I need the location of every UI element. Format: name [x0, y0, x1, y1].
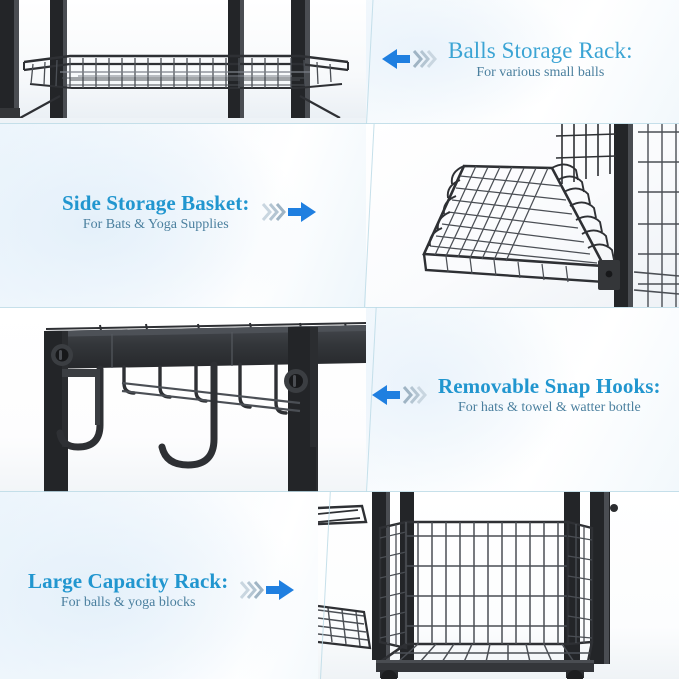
caption-balls-storage-rack: Balls Storage Rack: For various small ba…: [380, 38, 633, 80]
photo-removable-snap-hooks: [0, 307, 366, 492]
caption-subtitle: For balls & yoga blocks: [60, 594, 196, 610]
caption-title: Large Capacity Rack:: [28, 569, 229, 593]
arrow-right-icon: [256, 200, 318, 224]
caption-panel-removable-snap-hooks: Removable Snap Hooks: For hats & towel &…: [366, 307, 679, 492]
caption-subtitle: For various small balls: [476, 64, 605, 80]
photo-side-storage-basket: [366, 124, 679, 307]
arrow-left-icon: [380, 47, 442, 71]
arrow-left-icon: [370, 383, 432, 407]
caption-title: Side Storage Basket:: [62, 191, 250, 215]
caption-subtitle: For Bats & Yoga Supplies: [82, 216, 229, 232]
caption-panel-large-capacity-rack: Large Capacity Rack: For balls & yoga bl…: [0, 492, 366, 679]
caption-large-capacity-rack: Large Capacity Rack: For balls & yoga bl…: [28, 569, 296, 610]
caption-panel-side-storage-basket: Side Storage Basket: For Bats & Yoga Sup…: [0, 124, 366, 307]
caption-removable-snap-hooks: Removable Snap Hooks: For hats & towel &…: [370, 374, 661, 415]
caption-title: Removable Snap Hooks:: [438, 374, 661, 398]
photo-large-capacity-rack: [318, 492, 679, 679]
caption-subtitle: For hats & towel & watter bottle: [457, 399, 641, 415]
photo-balls-storage-rack: [0, 0, 366, 124]
arrow-right-icon: [234, 578, 296, 602]
caption-title: Balls Storage Rack:: [448, 38, 633, 63]
caption-side-storage-basket: Side Storage Basket: For Bats & Yoga Sup…: [62, 191, 318, 232]
caption-panel-balls-storage-rack: Balls Storage Rack: For various small ba…: [366, 0, 679, 124]
